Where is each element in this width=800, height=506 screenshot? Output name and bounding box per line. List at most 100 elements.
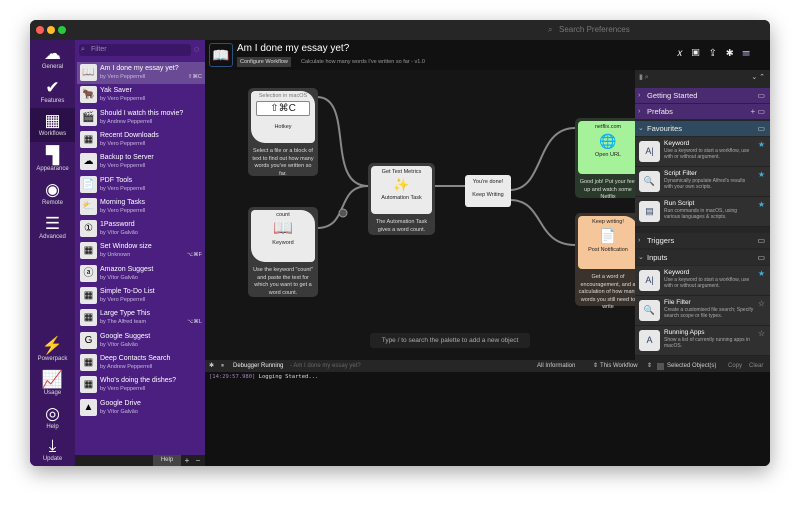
variables-icon[interactable]: 𝑥 [677,48,692,59]
workflow-item[interactable]: 📖 Am I done my essay yet? by Vero Pepper… [77,62,205,84]
zoom-button[interactable] [58,26,66,34]
filter-input[interactable]: ⌕Filter [79,44,191,56]
section-toggle-icon[interactable]: + ▭ [750,107,765,116]
palette-item[interactable]: A Running Apps Show a list of currently … [635,326,770,356]
workflow-item[interactable]: ▦ Large Type This by The Alfred team ⌥⌘L [77,307,205,329]
debugger-workflow: - Am I done my essay yet? [290,363,361,369]
workflow-canvas[interactable]: Selection in macOS ⇧⌘C Hotkey Select a f… [205,20,641,360]
palette-item[interactable]: A| Keyword Use a keyword to start a work… [635,266,770,296]
condition-done: You're done! [472,179,504,185]
workflow-item[interactable]: ▦ Simple To-Do List by Vero Pepperrell [77,285,205,307]
palette-item[interactable]: ▤ Run Script Run commands in macOS, usin… [635,197,770,227]
object-palette: ▮ ⌕ ⌄ ⌃ › Getting Started ▭ › Prefabs + … [635,70,770,360]
open-url-node[interactable]: netflix.com 🌐 Open URL Good job! Put you… [575,118,641,200]
remove-workflow-button[interactable]: − [195,456,201,465]
workflow-icon: ▲ [80,398,97,416]
pause-button[interactable]: ⏸ [221,363,225,369]
palette-hint[interactable]: Type / to search the palette to add a ne… [370,333,530,348]
copy-button[interactable]: Copy [728,363,743,369]
workflow-item[interactable]: 🎬 Should I watch this movie? by Andrew P… [77,107,205,129]
nav-general[interactable]: ☁General [30,44,75,70]
nav-features[interactable]: ✔Features [30,78,75,104]
nav-help[interactable]: ◎Help [30,404,75,430]
share-icon[interactable]: ⇪ [708,48,726,59]
workflow-icon: ☁ [80,153,97,171]
workflow-item[interactable]: ▲ Google Drive by Vítor Galvão [77,397,205,419]
debug-bug-icon[interactable]: ✱ [725,48,743,59]
workflow-item[interactable]: 📄 PDF Tools by Vero Pepperrell [77,174,205,196]
search-preferences-input[interactable]: ⌕Search Preferences [545,23,770,37]
section-toggle-icon[interactable]: ▭ [757,236,765,245]
palette-item[interactable]: A| Keyword Use a keyword to start a work… [635,137,770,167]
workflow-book-icon[interactable]: 📖 [209,43,233,67]
section-toggle-icon[interactable]: ▭ [757,91,765,100]
log-level-select[interactable]: All Information [537,363,576,369]
hotkey-keys: ⇧⌘C [256,101,310,116]
list-footer: Help + − [75,455,205,466]
add-workflow-button[interactable]: + [184,456,190,465]
workflow-icon: ⓐ [80,264,97,282]
menu-icon[interactable]: ☰ [742,48,759,59]
palette-item[interactable]: 🔍 File Filter Create a customised file s… [635,296,770,326]
workflow-icon: ▦ [80,376,97,394]
palette-section-favourites[interactable]: ⌄ Favourites ▭ [635,121,770,136]
clear-button[interactable]: Clear [749,363,764,369]
palette-section-inputs[interactable]: ⌄ Inputs ▭ [635,250,770,265]
close-button[interactable] [36,26,44,34]
palette-search-icon[interactable]: ▮ ⌕ [639,74,649,81]
connection-dot[interactable] [338,208,348,218]
favourite-star-icon[interactable]: ★ [757,200,765,209]
configure-workflow-button[interactable]: Configure Workflow [237,57,291,67]
nav-remote[interactable]: ◉Remote [30,180,75,206]
object-icon: A| [639,270,660,291]
post-notification-node[interactable]: Keep writing! 📄 Post Notification Get a … [575,213,641,310]
nav-update[interactable]: ⤓Update [30,436,75,462]
debugger-log[interactable]: [14:29:57.980] Logging Started... [205,372,770,466]
section-toggle-icon[interactable]: ▭ [757,124,765,133]
section-toggle-icon[interactable]: ▭ [757,253,765,262]
grid-icon: ▦ [44,111,61,130]
favourite-star-icon[interactable]: ★ [757,140,765,149]
connection-done-openurl[interactable] [509,127,576,191]
globe-icon: 🌐 [599,133,617,149]
workflow-item[interactable]: ☁ Backup to Server by Vero Pepperrell [77,151,205,173]
workflow-item[interactable]: ▦ Recent Downloads by Vero Pepperrell [77,129,205,151]
workflow-item[interactable]: 🐂 Yak Saver by Vero Pepperrell [77,84,205,106]
nav-advanced[interactable]: ☰Advanced [30,214,75,240]
workflow-item[interactable]: ⓐ Amazon Suggest by Vítor Galvão [77,263,205,285]
nav-powerpack[interactable]: ⚡Powerpack [30,336,75,362]
nav-workflows[interactable]: ▦Workflows [30,108,75,142]
palette-section-prefabs[interactable]: › Prefabs + ▭ [635,104,770,119]
workflow-item[interactable]: ▦ Set Window size by Unknown ⌥⌘F [77,240,205,262]
palette-section-triggers[interactable]: › Triggers ▭ [635,233,770,248]
help-button[interactable]: Help [153,455,181,466]
notes-icon[interactable]: ▣ [691,48,709,59]
palette-item[interactable]: 🔍 Script Filter Dynamically populate Alf… [635,167,770,197]
workflow-hotkey: ⇧⌘C [187,74,202,80]
workflow-item[interactable]: ▦ Deep Contacts Search by Andrew Pepperr… [77,352,205,374]
favourite-star-icon[interactable]: ★ [757,170,765,179]
workflow-item[interactable]: ▦ Who's doing the dishes? by Vero Pepper… [77,374,205,396]
collapse-expand-icons[interactable]: ⌄ ⌃ [751,74,765,81]
palette-section-getting-started[interactable]: › Getting Started ▭ [635,88,770,103]
favourite-star-icon[interactable]: ★ [757,269,765,278]
keyword-node[interactable]: count 📖 Keyword Use the keyword "count" … [248,207,318,297]
selected-objects-checkbox[interactable] [657,363,664,370]
connection-keyword-task[interactable] [316,185,369,229]
workflow-item[interactable]: G Google Suggest by Vítor Galvão [77,330,205,352]
workflow-item[interactable]: ① 1Password by Vítor Galvão [77,218,205,240]
sort-icon[interactable]: ◌ [194,44,200,54]
nav-usage[interactable]: 📈Usage [30,370,75,396]
automation-task-node[interactable]: Get Text Metrics ✨ Automation Task The A… [368,163,435,235]
preferences-nav: ☁General ✔Features ▦Workflows ▜Appearanc… [30,40,75,466]
hotkey-node[interactable]: Selection in macOS ⇧⌘C Hotkey Select a f… [248,88,318,177]
condition-node[interactable]: You're done! Keep Writing [465,175,511,207]
connection-keep-notify[interactable] [509,199,576,246]
minimize-button[interactable] [47,26,55,34]
nav-appearance[interactable]: ▜Appearance [30,146,75,172]
connection-hotkey-task[interactable] [316,96,369,187]
favourite-star-icon[interactable]: ☆ [757,329,765,338]
workflow-item[interactable]: ⛅ Morning Tasks by Vero Pepperrell [77,196,205,218]
favourite-star-icon[interactable]: ☆ [757,299,765,308]
scope-select[interactable]: This Workflow [600,363,638,369]
